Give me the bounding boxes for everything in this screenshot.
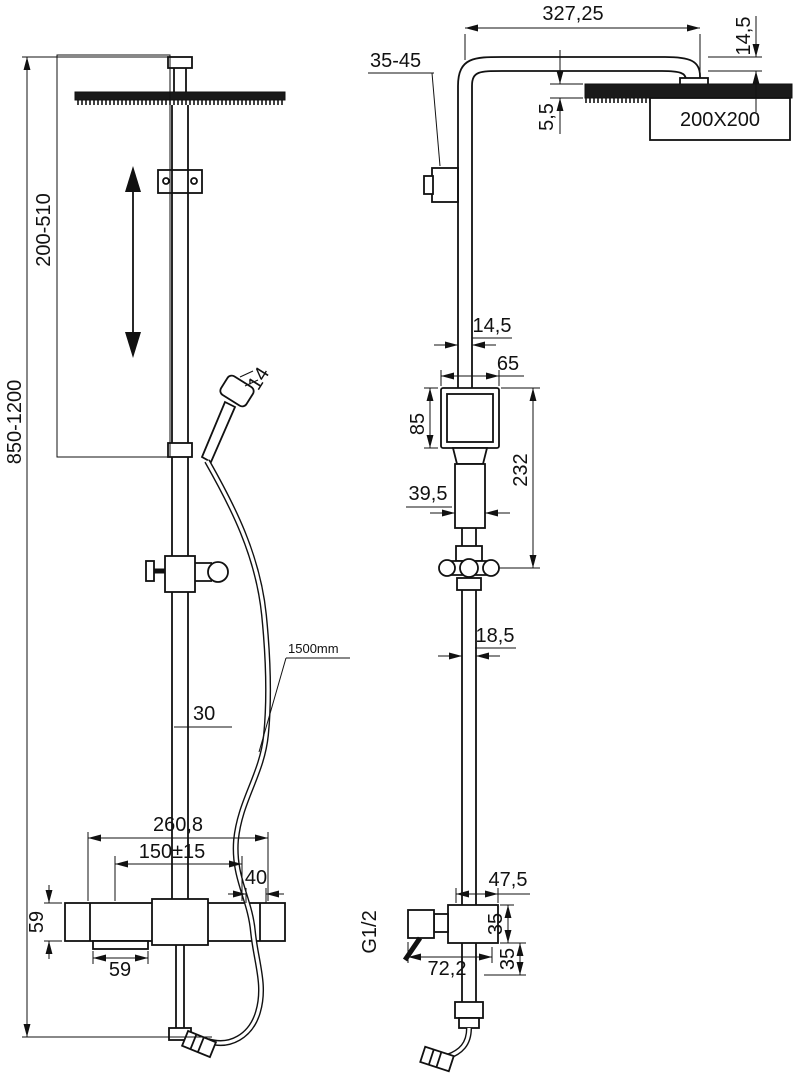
front-overall-dimension: 850-1200	[4, 56, 212, 1038]
front-riser-rail	[167, 105, 193, 903]
front-mixer-dimensions: 260,8 150±15 40 59 59	[26, 814, 284, 981]
side-inlet-thread-label: G1/2	[359, 910, 381, 953]
side-diverter-depth-dimension: 39,5	[406, 483, 510, 517]
dim-rail-width: 30	[193, 703, 215, 725]
side-wall-bracket	[423, 167, 459, 203]
dim-inlet-centers: 150±15	[139, 841, 206, 863]
dim-inlet-thread: G1/2	[359, 910, 381, 953]
arrow-down-icon	[125, 332, 141, 358]
dim-diverter-height: 85	[407, 413, 429, 435]
side-mixer-height-dimensions: 35 35	[484, 904, 526, 976]
front-hose-length-label: 1500mm	[258, 641, 350, 753]
side-arm-dimension: 327,25	[464, 3, 701, 74]
dim-left-offset: 59	[109, 959, 131, 981]
side-diverter-height-dimension: 85	[407, 387, 438, 449]
side-riser-pipe	[457, 98, 477, 905]
side-mixer-depth-dimension: 47,5	[455, 869, 530, 903]
side-diverter-width-dimension: 65	[440, 353, 524, 386]
dim-travel-range: 200-510	[33, 193, 55, 266]
front-view: 200-510 14	[4, 54, 350, 1059]
dim-hose-length: 1500mm	[288, 641, 339, 656]
front-travel-range: 200-510	[33, 54, 171, 458]
front-hand-shower: 14	[200, 364, 274, 464]
dim-diverter-assembly-height: 232	[510, 453, 532, 486]
side-diverter-assembly-dimension: 232	[499, 387, 540, 569]
arrow-up-icon	[125, 166, 141, 192]
dim-diverter-depth: 39,5	[409, 483, 448, 505]
dim-right-offset: 40	[245, 867, 267, 889]
dim-lower-riser-diameter: 18,5	[476, 625, 515, 647]
dim-arm-diameter: 14,5	[733, 17, 755, 56]
hose-nut	[180, 1029, 218, 1059]
front-wall-bracket	[157, 169, 203, 194]
side-diverter	[438, 387, 500, 591]
dim-mixer-depth: 47,5	[489, 869, 528, 891]
side-head-thickness-dimension: 5,5	[536, 50, 583, 134]
side-wall-distance-label: 35-45	[368, 50, 441, 167]
dim-mixer-height-lower: 35	[497, 948, 519, 970]
front-rail-width-label: 30	[174, 703, 232, 728]
side-shower-head: 200X200	[584, 83, 793, 141]
front-mixer	[64, 898, 286, 1041]
dim-mixer-overall-width: 260,8	[153, 814, 203, 836]
dim-wall-clearance: 35-45	[370, 50, 421, 72]
dim-overall-height: 850-1200	[4, 380, 26, 465]
dim-head-size: 200X200	[680, 109, 760, 131]
front-shower-head	[74, 56, 286, 105]
dim-mixer-total-depth: 72,2	[428, 958, 467, 980]
side-mixer-total-depth-dimension: 72,2	[407, 942, 493, 980]
dim-body-height: 59	[26, 911, 48, 933]
front-hose	[180, 459, 272, 1059]
dim-arm-projection: 327,25	[542, 3, 603, 25]
dim-mixer-height-upper: 35	[485, 913, 507, 935]
dim-diverter-width: 65	[497, 353, 519, 375]
dim-head-thickness: 5,5	[536, 103, 558, 131]
side-arm-diameter-dimension: 14,5	[708, 16, 762, 112]
dim-riser-diameter: 14,5	[473, 315, 512, 337]
side-lower-riser-dimension: 18,5	[438, 625, 516, 660]
outlet-nut	[419, 1045, 455, 1073]
side-view: 200X200	[359, 3, 793, 1073]
side-mixer	[402, 904, 499, 1073]
side-riser-diameter-dimension: 14,5	[434, 315, 512, 349]
front-slider-holder	[145, 555, 229, 593]
side-arm-pipe	[457, 56, 709, 98]
